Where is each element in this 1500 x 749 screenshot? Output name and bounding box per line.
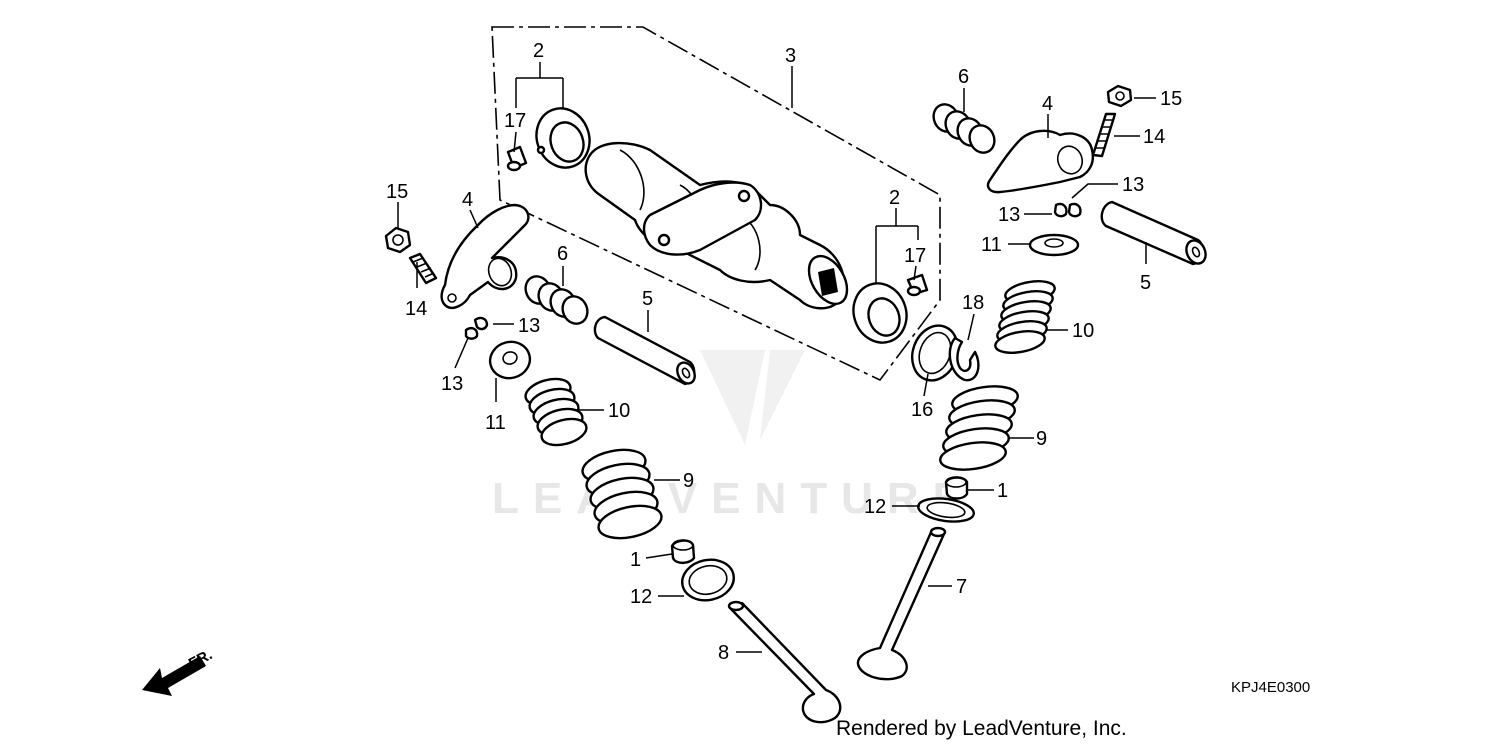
leader-lines <box>397 62 1156 653</box>
lock-nut-right <box>1106 84 1133 108</box>
callout-14-left: 14 <box>405 298 427 320</box>
valve-cotters-left <box>464 316 489 340</box>
inner-valve-spring-left <box>524 377 588 447</box>
dowel-pin-right <box>906 273 929 297</box>
watermark: LEADVENTURE <box>492 350 976 523</box>
outer-valve-spring-right <box>939 385 1019 471</box>
callout-12-left: 12 <box>630 586 652 608</box>
intake-valve <box>856 526 947 681</box>
callout-15-right: 15 <box>1160 88 1182 110</box>
inner-valve-spring-right <box>994 280 1056 354</box>
callout-4-left: 4 <box>462 189 473 211</box>
callout-11-right: 11 <box>981 234 1002 256</box>
spring-retainer-left <box>488 340 532 380</box>
exhaust-valve <box>727 600 842 724</box>
rocker-spring-right <box>932 103 996 154</box>
callout-8: 8 <box>718 642 729 664</box>
callout-4-right: 4 <box>1042 93 1053 115</box>
callout-9-right: 9 <box>1036 428 1047 450</box>
outer-valve-spring-left <box>581 448 663 540</box>
spring-seat-left <box>681 558 735 602</box>
rocker-shaft-left <box>593 315 696 386</box>
callout-6-left: 6 <box>557 243 568 265</box>
callout-2-left: 2 <box>533 40 544 62</box>
rocker-arm-left <box>440 203 530 309</box>
callout-12-right: 12 <box>864 496 886 518</box>
callout-10-right: 10 <box>1072 320 1094 342</box>
callout-2-right: 2 <box>889 187 900 209</box>
callout-17-right: 17 <box>904 245 926 267</box>
stem-seal-right <box>944 476 969 500</box>
diagram-code: KPJ4E0300 <box>1231 679 1311 696</box>
callout-labels: 2 17 3 2 17 15 14 4 6 5 13 13 11 10 9 1 … <box>386 40 1182 664</box>
valve-cotters-right <box>1053 202 1082 218</box>
spring-retainer-right <box>1028 233 1080 257</box>
spring-seat-right <box>917 497 975 523</box>
callout-1-right: 1 <box>997 480 1008 502</box>
rocker-shaft-right <box>1100 200 1207 266</box>
callout-14-right: 14 <box>1143 126 1165 148</box>
callout-1-left: 1 <box>630 549 641 571</box>
callout-15-left: 15 <box>386 181 408 203</box>
callout-5-right: 5 <box>1140 272 1151 294</box>
dowel-pin-left <box>506 145 528 172</box>
callout-13-left-lower: 13 <box>441 373 463 395</box>
callout-9-left: 9 <box>683 470 694 492</box>
callout-13-right-lower: 13 <box>998 204 1020 226</box>
callout-3: 3 <box>785 45 796 67</box>
bearing-right <box>852 282 908 344</box>
callout-17-left: 17 <box>504 110 526 132</box>
camshaft <box>584 141 849 310</box>
callout-11-left: 11 <box>485 412 506 434</box>
callout-5-left: 5 <box>642 288 653 310</box>
callout-6-right: 6 <box>958 66 969 88</box>
callout-13-right-upper: 13 <box>1122 174 1144 196</box>
stem-seal-left <box>670 539 696 565</box>
front-direction-arrow-icon: FR. <box>142 646 215 696</box>
credit-line: Rendered by LeadVenture, Inc. <box>836 717 1127 740</box>
adjust-screw-left <box>408 252 438 285</box>
callout-18: 18 <box>962 292 984 314</box>
camshaft-assembly-frame <box>491 26 941 382</box>
callout-7: 7 <box>956 576 967 598</box>
gasket-o-ring <box>911 324 959 382</box>
watermark-text: LEADVENTURE <box>492 474 976 523</box>
lock-nut-left <box>384 226 412 254</box>
callout-16: 16 <box>911 399 933 421</box>
rocker-arm-right <box>986 129 1094 194</box>
bearing-left <box>535 107 591 169</box>
adjust-screw-right <box>1091 112 1117 158</box>
snap-ring <box>948 336 980 382</box>
callout-13-left-upper: 13 <box>518 315 540 337</box>
rocker-spring-left <box>524 275 589 325</box>
callout-10-left: 10 <box>608 400 630 422</box>
